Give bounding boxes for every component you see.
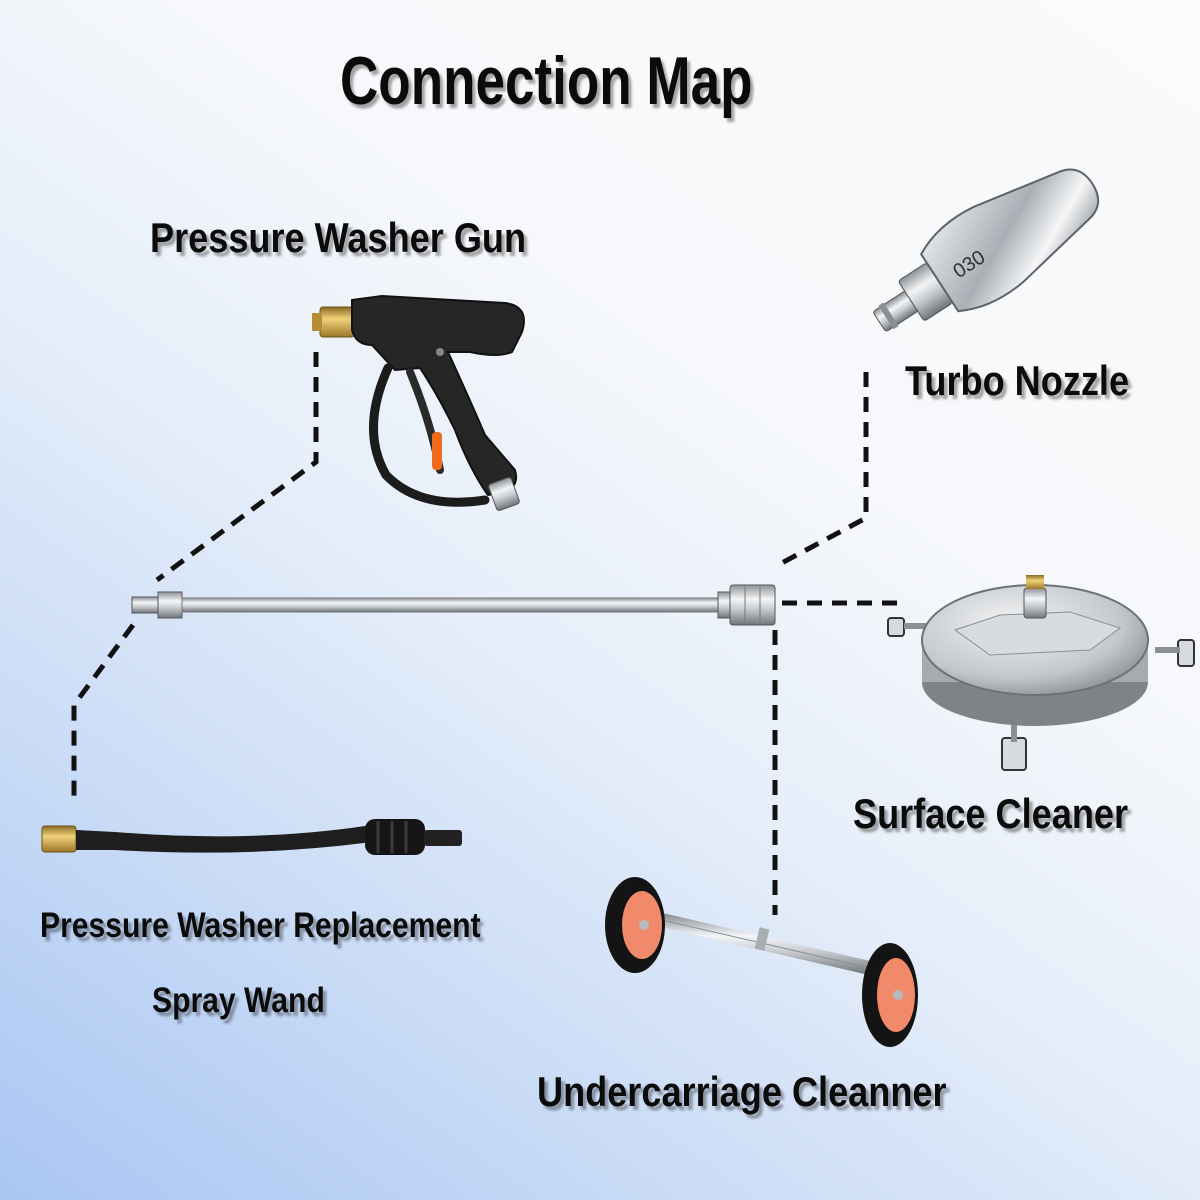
- label-replacement-wand-line2: Spray Wand: [152, 981, 325, 1020]
- surface-cleaner-illustration: [887, 575, 1195, 771]
- wand-hex-nut: [157, 591, 183, 619]
- connector-lines: [71, 352, 902, 915]
- wand-ferrule: [717, 591, 731, 619]
- extension-wand: [131, 584, 776, 626]
- label-turbo-nozzle: Turbo Nozzle: [905, 357, 1130, 404]
- nozzle-body: [919, 168, 1100, 313]
- surface-cleaner-swivel-inlet: [1023, 587, 1047, 619]
- gun-trigger-guard: [369, 363, 490, 507]
- page-title: Connection Map: [340, 43, 753, 119]
- spray-wand-brass-fitting: [41, 825, 77, 853]
- spray-wand-body: [76, 826, 372, 853]
- label-pressure-washer-gun: Pressure Washer Gun: [150, 214, 527, 261]
- pressure-washer-gun-illustration: [312, 294, 525, 511]
- label-replacement-wand-line1: Pressure Washer Replacement: [40, 906, 481, 945]
- gun-inlet-fitting: [488, 477, 520, 511]
- wand-quick-coupler: [729, 584, 776, 626]
- undercarriage-cleaner-illustration: [605, 877, 918, 1047]
- turbo-nozzle-illustration: 030: [873, 168, 1100, 332]
- spray-wand-grip: [365, 819, 425, 855]
- connector-gun-to-wand: [155, 352, 319, 583]
- connector-wand-to-spray-wand: [71, 623, 136, 800]
- gun-body: [351, 294, 525, 497]
- connector-nozzle-to-wand: [776, 372, 869, 568]
- spray-wand-illustration: [41, 819, 462, 855]
- wand-tube: [181, 597, 721, 613]
- gun-brass-coupler: [319, 306, 355, 338]
- label-surface-cleaner: Surface Cleaner: [853, 790, 1129, 837]
- spray-wand-tip: [424, 830, 462, 846]
- label-undercarriage-cleaner: Undercarriage Cleanner: [537, 1068, 947, 1115]
- wand-quick-plug: [131, 596, 159, 614]
- gun-trigger-lock: [432, 432, 442, 470]
